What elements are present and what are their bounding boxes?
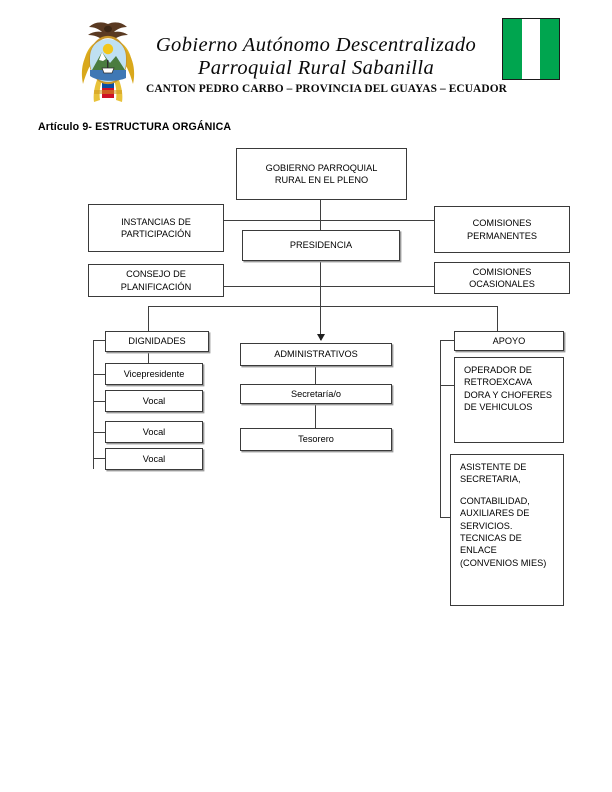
node-operador-retroexcavadora[interactable]: OPERADOR DE RETROEXCAVA DORA Y CHOFERES … <box>454 357 564 443</box>
node-label-line-2: PERMANENTES <box>467 230 537 241</box>
node-label: DIGNIDADES <box>128 336 186 347</box>
node-label: Vicepresidente <box>123 368 185 379</box>
edge-stub-operador <box>440 385 454 387</box>
flag-band-right <box>540 19 560 79</box>
letterhead: Gobierno Autónomo Descentralizado Parroq… <box>0 0 612 112</box>
node-instancias-de-participacion[interactable]: INSTANCIAS DE PARTICIPACIÓN <box>88 204 224 252</box>
node-label-line-1: COMISIONES <box>472 266 532 277</box>
node-asistente-de-secretaria[interactable]: ASISTENTE DE SECRETARIA, CONTABILIDAD, A… <box>450 454 564 606</box>
edge-stub-apoyo <box>440 340 454 342</box>
node-label: Vocal <box>142 426 166 437</box>
letterhead-title-line-1: Gobierno Autónomo Descentralizado <box>155 34 477 56</box>
node-gobierno-parroquial-rural-en-el-pleno[interactable]: GOBIERNO PARROQUIAL RURAL EN EL PLENO <box>236 148 407 200</box>
edge-stub-vocal-3 <box>93 458 105 460</box>
node-label: ADMINISTRATIVOS <box>274 349 358 360</box>
node-consejo-de-planificacion[interactable]: CONSEJO DE PLANIFICACIÓN <box>88 264 224 297</box>
node-vocal-3[interactable]: Vocal <box>105 448 203 470</box>
edge-arrowhead-administrativos <box>316 334 325 341</box>
ecuador-coat-of-arms-icon <box>66 18 150 106</box>
node-label-line-1: GOBIERNO PARROQUIAL <box>265 162 378 173</box>
letterhead-title-line-2: Parroquial Rural Sabanilla <box>197 57 435 79</box>
node-vicepresidente[interactable]: Vicepresidente <box>105 363 203 385</box>
node-label: Vocal <box>142 395 166 406</box>
edge-bus-level3 <box>148 306 498 308</box>
edge-dignidades-to-vicepresidente <box>148 351 150 363</box>
edge-bus-drop-apoyo <box>497 306 499 332</box>
edge-stub-vicepresidente <box>93 374 105 376</box>
node-label-line-2: RURAL EN EL PLENO <box>274 175 369 185</box>
edge-stub-vocal-1 <box>93 401 105 403</box>
edge-spine-apoyo <box>440 340 442 518</box>
node-label-line-1: COMISIONES <box>472 218 532 229</box>
edge-pleno-to-administrativos <box>320 200 322 340</box>
flag-band-left <box>503 19 522 79</box>
page-title: Artículo 9- ESTRUCTURA ORGÁNICA <box>38 121 232 133</box>
edge-spine-dignidades <box>93 340 95 469</box>
node-dignidades[interactable]: DIGNIDADES <box>105 331 209 352</box>
node-apoyo[interactable]: APOYO <box>454 331 564 351</box>
edge-stub-asistente <box>440 517 454 519</box>
edge-stub-vocal-2 <box>93 432 105 434</box>
node-label: APOYO <box>492 335 526 346</box>
node-label: Secretaría/o <box>290 388 342 399</box>
node-label-line-2: OCASIONALES <box>469 279 535 289</box>
node-label: PRESIDENCIA <box>289 240 353 251</box>
node-administrativos[interactable]: ADMINISTRATIVOS <box>240 343 392 366</box>
node-label-line-1: INSTANCIAS DE <box>121 216 191 227</box>
node-label-line-2: PARTICIPACIÓN <box>121 229 191 239</box>
letterhead-subtitle: CANTON PEDRO CARBO – PROVINCIA DEL GUAYA… <box>146 83 507 95</box>
edge-bus-drop-dignidades <box>148 306 150 332</box>
letterhead-title-block: Gobierno Autónomo Descentralizado Parroq… <box>146 34 507 97</box>
node-vocal-1[interactable]: Vocal <box>105 390 203 412</box>
node-secretaria[interactable]: Secretaría/o <box>240 384 392 404</box>
node-label-paragraph-1: ASISTENTE DE SECRETARIA, <box>460 462 527 485</box>
edge-administrativos-to-secretaria <box>315 366 317 384</box>
node-presidencia[interactable]: PRESIDENCIA <box>242 230 400 261</box>
edge-stub-dignidades <box>93 340 105 342</box>
node-vocal-2[interactable]: Vocal <box>105 421 203 443</box>
edge-instancias-permanentes <box>224 220 434 222</box>
node-label: OPERADOR DE RETROEXCAVA DORA Y CHOFERES … <box>464 365 552 413</box>
node-comisiones-ocasionales[interactable]: COMISIONES OCASIONALES <box>434 262 570 294</box>
edge-consejo-ocasionales <box>224 286 434 288</box>
node-label-line-2: PLANIFICACIÓN <box>120 281 192 292</box>
node-label-paragraph-2: CONTABILIDAD, AUXILIARES DE SERVICIOS. T… <box>460 495 547 568</box>
node-label: Tesorero <box>298 434 334 445</box>
flag-band-middle <box>521 19 541 79</box>
node-tesorero[interactable]: Tesorero <box>240 428 392 451</box>
node-label: Vocal <box>142 453 166 464</box>
edge-secretaria-to-tesorero <box>315 404 317 428</box>
node-label-line-1: CONSEJO DE <box>126 269 186 280</box>
node-comisiones-permanentes[interactable]: COMISIONES PERMANENTES <box>434 206 570 253</box>
sabanilla-flag-icon <box>502 18 560 80</box>
